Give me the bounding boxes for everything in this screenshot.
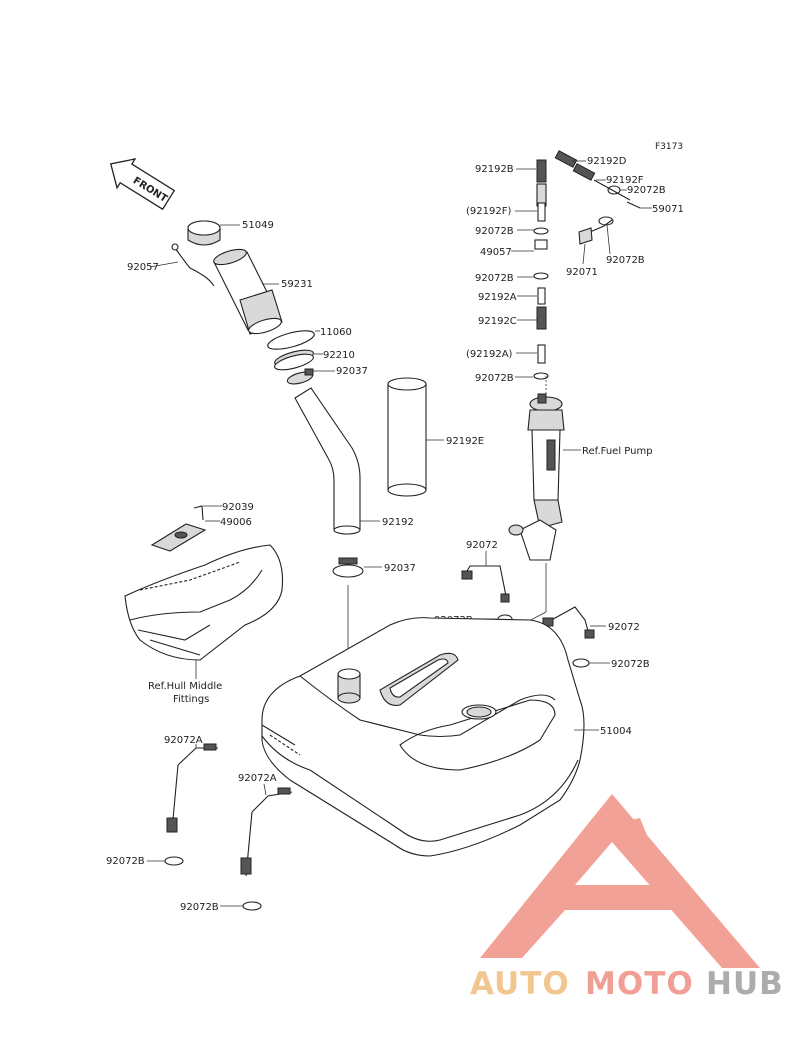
clamp-92037-top <box>286 368 314 385</box>
o-ring-11060 <box>267 330 315 350</box>
label-92192e: 92192E <box>446 436 484 447</box>
label-92192b: 92192B <box>475 164 514 175</box>
label-92192f: 92192F <box>606 175 644 186</box>
tether-strap <box>171 243 215 287</box>
label-51004: 51004 <box>600 726 632 737</box>
label-92192a-paren: (92192A) <box>466 349 513 360</box>
label-49006: 49006 <box>220 517 252 528</box>
label-11060: 11060 <box>320 327 352 338</box>
label-92192: 92192 <box>382 517 414 528</box>
logo-auto: AUTO <box>470 966 570 1002</box>
ref-hull-line2: Fittings <box>173 694 209 705</box>
automotohub-logo: AUTO MOTO HUB <box>470 794 784 1002</box>
fuel-pump <box>508 393 565 561</box>
logo-triangle <box>480 794 760 968</box>
label-92072b-2: 92072B <box>475 273 514 284</box>
label-92072a-left: 92072A <box>164 735 203 746</box>
ref-fuel-pump: Ref.Fuel Pump <box>582 446 653 457</box>
label-92072b-branch-2: 92072B <box>606 255 645 266</box>
label-92037-bottom: 92037 <box>384 563 416 574</box>
clip-92072b-bottom-right <box>242 901 262 911</box>
strap-92072a-left <box>166 743 218 833</box>
clamp-92037-bottom <box>332 557 364 578</box>
label-92057: 92057 <box>127 262 159 273</box>
label-59231: 59231 <box>281 279 313 290</box>
fuel-tank <box>261 617 585 857</box>
label-92071: 92071 <box>566 267 598 278</box>
bolt-92039 <box>193 505 204 521</box>
label-92072b-branch: 92072B <box>627 185 666 196</box>
filler-neck <box>213 248 283 335</box>
fuel-cap <box>187 220 221 246</box>
label-92072b-3: 92072B <box>475 373 514 384</box>
label-92072b-bottom-right: 92072B <box>180 902 219 913</box>
fuel-hose-92192 <box>294 387 361 531</box>
label-49057: 49057 <box>480 247 512 258</box>
bracket-49006 <box>150 523 207 552</box>
label-92210: 92210 <box>323 350 355 361</box>
nut-92210 <box>274 349 314 371</box>
logo-moto: MOTO <box>585 966 694 1002</box>
label-59071: 59071 <box>652 204 684 215</box>
label-92072-right: 92072 <box>608 622 640 633</box>
label-92072a-right: 92072A <box>238 773 277 784</box>
clip-92072b-right <box>572 658 590 668</box>
fuel-hose-92192e <box>387 377 427 497</box>
label-92192d: 92192D <box>587 156 627 167</box>
label-92192a: 92192A <box>478 292 517 303</box>
diagram-code: F3173 <box>655 142 683 152</box>
ref-hull-line1: Ref.Hull Middle <box>148 681 222 692</box>
front-arrow: FRONT <box>109 158 176 211</box>
strap-92072-left <box>461 565 510 603</box>
label-92072b-right: 92072B <box>611 659 650 670</box>
label-92072-left: 92072 <box>466 540 498 551</box>
label-92192c: 92192C <box>478 316 517 327</box>
label-92037-top: 92037 <box>336 366 368 377</box>
hose-stack <box>533 159 549 380</box>
label-92072b-1: 92072B <box>475 226 514 237</box>
strap-92072a-right <box>240 787 293 877</box>
label-51049: 51049 <box>242 220 274 231</box>
logo-hub: HUB <box>706 966 784 1002</box>
label-92039: 92039 <box>222 502 254 513</box>
hull-middle-fittings <box>124 544 284 661</box>
label-92072b-bottom-left: 92072B <box>106 856 145 867</box>
clip-92072b-bottom-left <box>164 856 184 866</box>
label-92192f-paren: (92192F) <box>466 206 511 217</box>
hose-branch <box>554 150 641 245</box>
